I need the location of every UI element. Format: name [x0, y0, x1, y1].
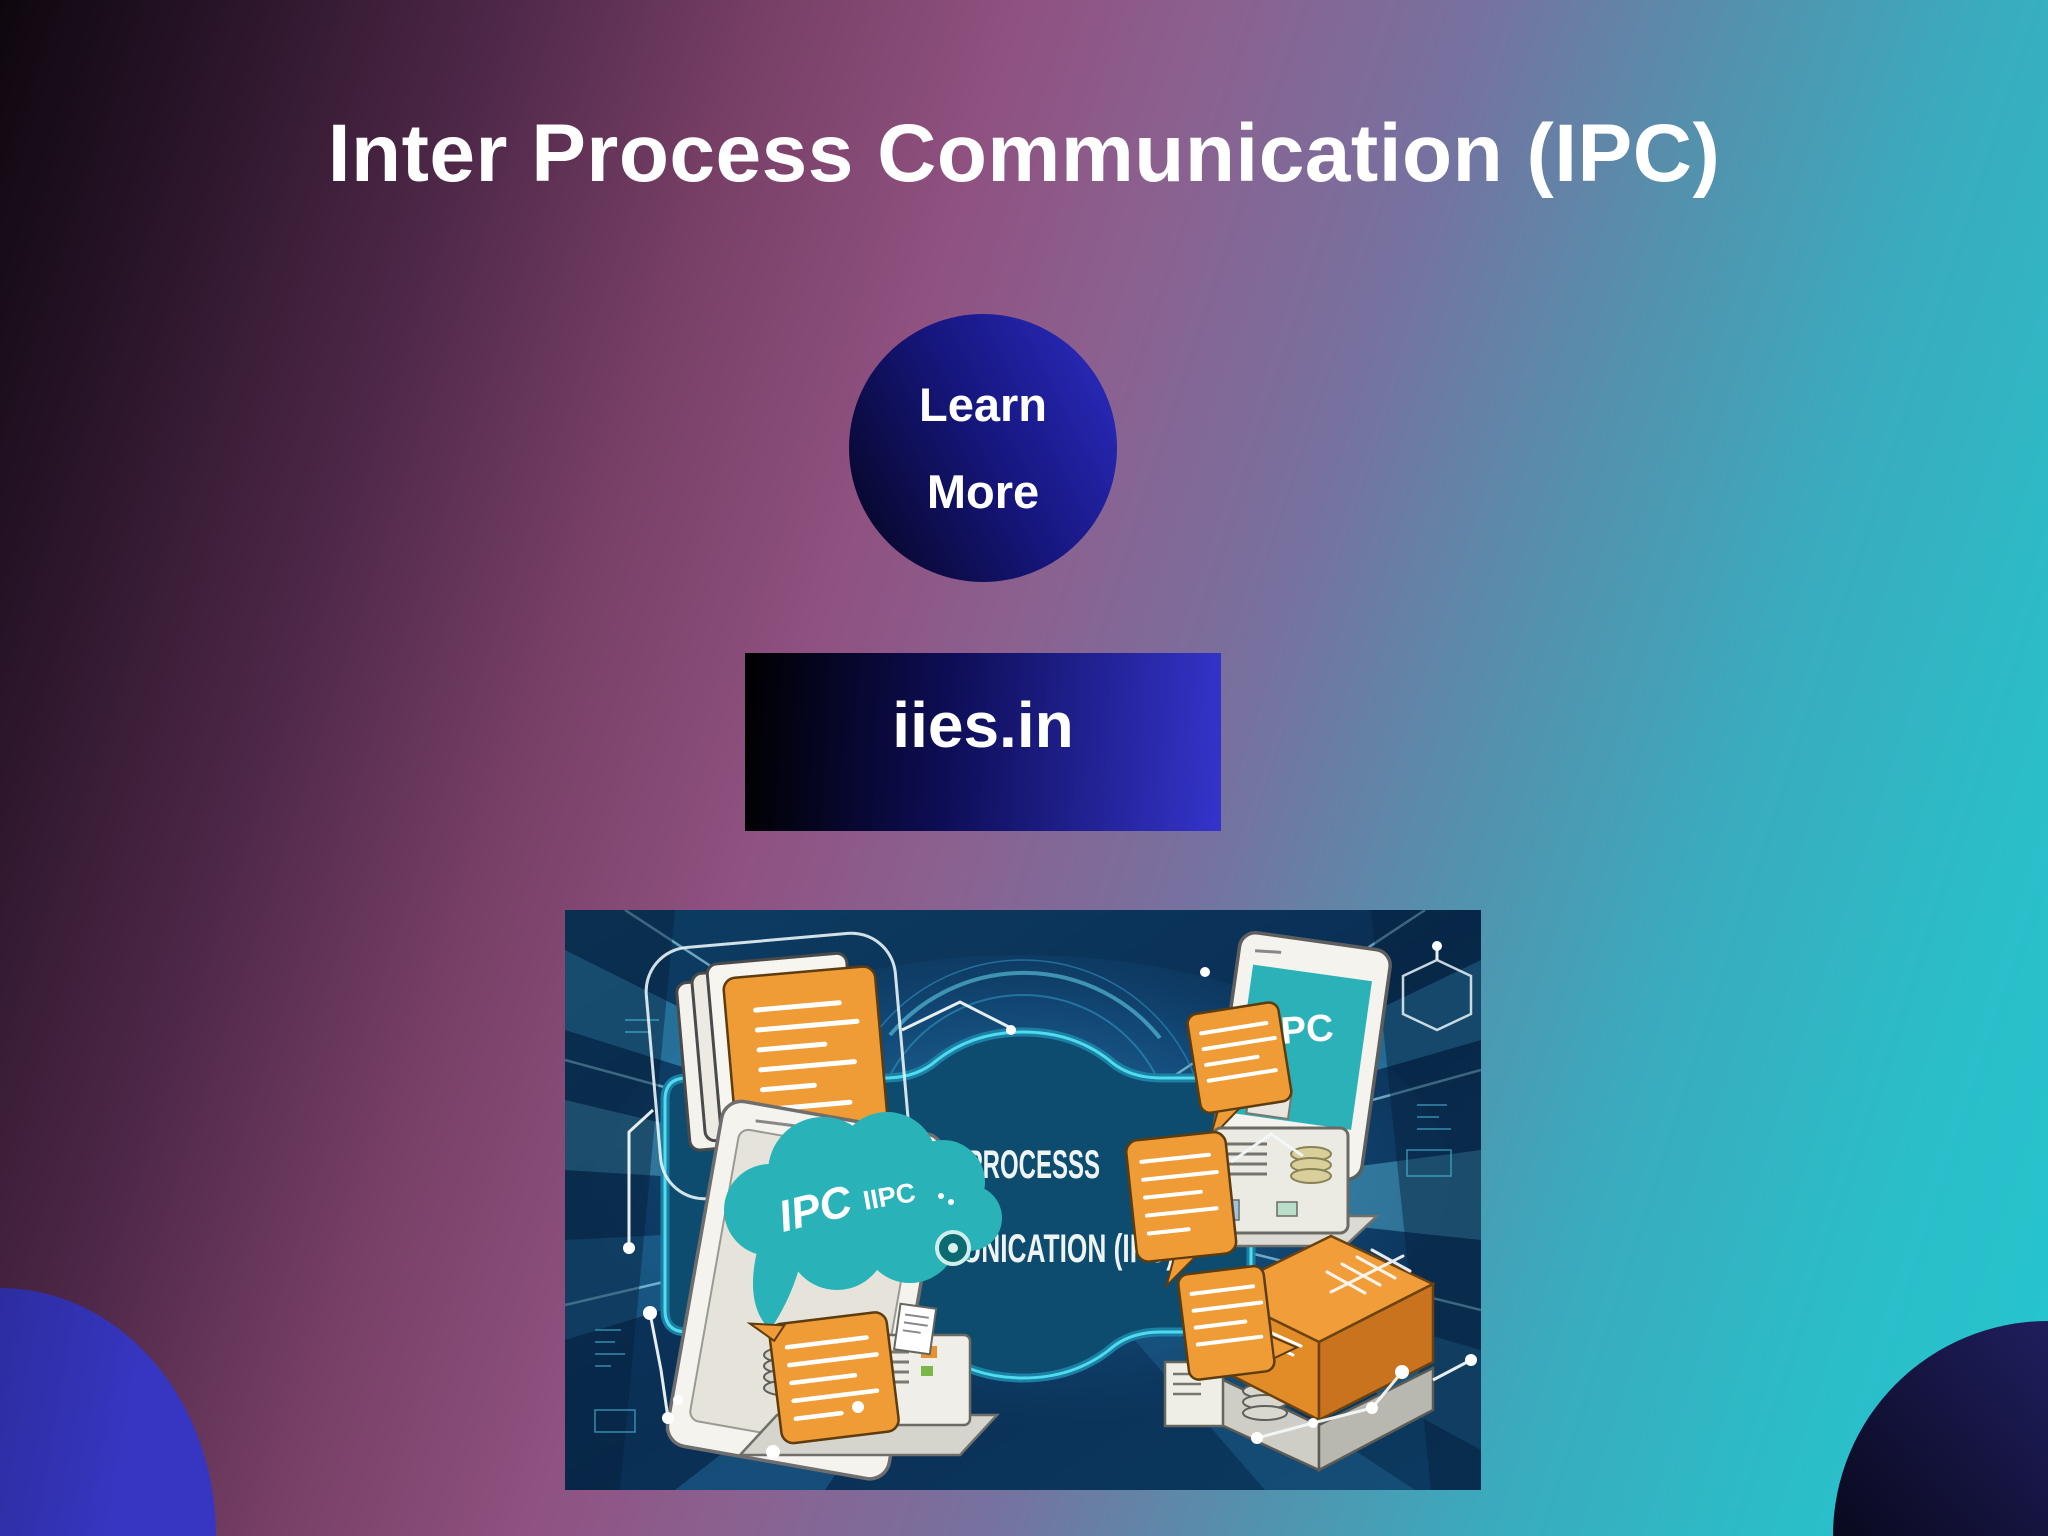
- server-speech-bubble: [1177, 1264, 1300, 1381]
- page-title: Inter Process Communication (IPC): [327, 107, 1721, 199]
- corner-accent-right: [1833, 1321, 2048, 1536]
- website-link-banner[interactable]: iies.in: [745, 653, 1221, 831]
- corner-accent-left: [0, 1288, 216, 1536]
- ipc-illustration-graphic: INTER PROCESSS COMMUNICATION (IPC): [565, 910, 1481, 1490]
- circuit-decor: [594, 1019, 1452, 1433]
- tablet-speech-bubble: [746, 1311, 900, 1445]
- message-bubble: [1125, 1130, 1238, 1290]
- corner-shadows: [565, 910, 1481, 1490]
- learn-more-label-line1: Learn: [919, 378, 1047, 431]
- learn-more-button[interactable]: Learn More: [849, 314, 1117, 582]
- circuit-dots: [623, 941, 1477, 1459]
- learn-more-label-line2: More: [926, 465, 1040, 518]
- website-url-text: iies.in: [892, 689, 1074, 761]
- ipc-illustration: INTER PROCESSS COMMUNICATION (IPC): [565, 910, 1481, 1490]
- ipc-cloud: IPC IIPC: [724, 1112, 1002, 1330]
- hexagon-outline: [1401, 958, 1473, 1032]
